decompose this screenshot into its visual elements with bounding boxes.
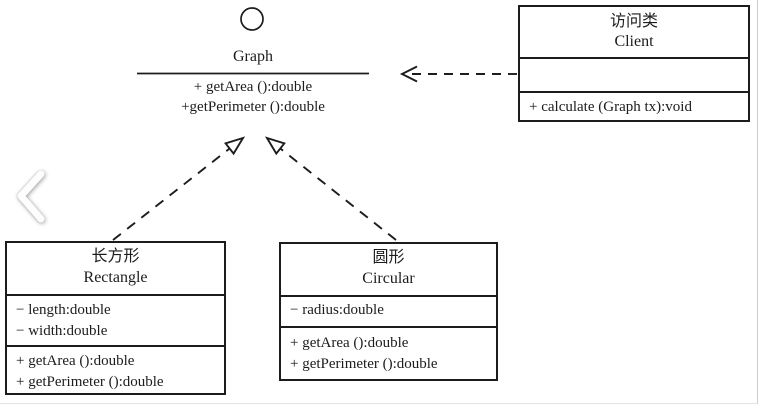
realization-arrow-circular-to-graph bbox=[264, 136, 397, 241]
method-row: + getArea ():double bbox=[290, 335, 409, 351]
interface-lollipop-icon bbox=[240, 7, 264, 31]
method-row: +getPerimeter ():double bbox=[181, 99, 325, 115]
class-box-circular: 圆形 Circular − radius:double + getArea ()… bbox=[279, 242, 498, 381]
prev-chevron-icon[interactable] bbox=[8, 165, 58, 231]
class-name-en: Client bbox=[614, 33, 654, 50]
class-name-en: Rectangle bbox=[83, 269, 148, 286]
attribute-row: − radius:double bbox=[290, 302, 384, 318]
realization-arrow-rectangle-to-graph bbox=[112, 136, 246, 241]
class-methods: + getArea ():double + getPerimeter ():do… bbox=[7, 345, 224, 393]
interface-graph-methods: + getArea ():double +getPerimeter ():dou… bbox=[127, 77, 379, 117]
class-title: 访问类 Client bbox=[520, 7, 748, 57]
class-attributes: − length:double − width:double bbox=[7, 294, 224, 345]
interface-graph-name: Graph bbox=[233, 48, 273, 65]
class-attributes: − radius:double bbox=[281, 295, 496, 326]
class-title: 圆形 Circular bbox=[281, 244, 496, 295]
method-row: + getArea ():double bbox=[193, 79, 313, 95]
class-name-en: Circular bbox=[362, 270, 415, 287]
class-methods: + getArea ():double + getPerimeter ():do… bbox=[281, 326, 496, 379]
class-box-rectangle: 长方形 Rectangle − length:double − width:do… bbox=[5, 241, 226, 395]
dependency-arrow-client-to-graph bbox=[399, 65, 517, 83]
class-box-client: 访问类 Client + calculate (Graph tx):void bbox=[518, 5, 750, 122]
class-methods: + calculate (Graph tx):void bbox=[520, 91, 748, 120]
class-title: 长方形 Rectangle bbox=[7, 243, 224, 294]
class-name-cn: 圆形 bbox=[372, 249, 405, 266]
method-row: + getPerimeter ():double bbox=[16, 374, 164, 390]
class-name-cn: 长方形 bbox=[91, 248, 140, 265]
method-row: + getPerimeter ():double bbox=[290, 356, 438, 372]
attribute-row: − length:double bbox=[16, 302, 111, 318]
attribute-row: − width:double bbox=[16, 323, 108, 339]
class-attributes-empty bbox=[520, 57, 748, 91]
method-row: + calculate (Graph tx):void bbox=[529, 99, 692, 115]
class-name-cn: 访问类 bbox=[609, 13, 658, 30]
method-row: + getArea ():double bbox=[16, 353, 135, 369]
